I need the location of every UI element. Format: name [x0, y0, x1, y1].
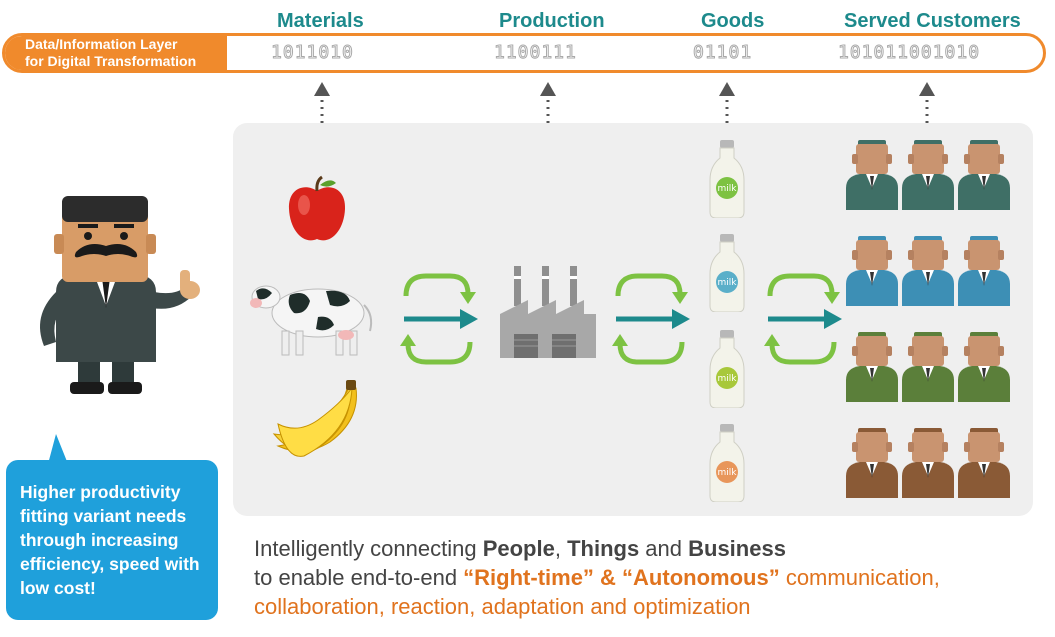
customer-icon	[846, 428, 898, 498]
stage-label-production: Production	[499, 10, 605, 32]
customer-icon	[958, 140, 1010, 210]
customer-icon	[902, 236, 954, 306]
summary-text: Intelligently connecting People, Things …	[254, 534, 1044, 621]
milk-bottle-icon: milk	[709, 330, 745, 408]
speech-bubble: Higher productivity fitting variant need…	[6, 460, 218, 620]
apple-icon	[288, 175, 346, 241]
cow-icon	[250, 285, 373, 356]
speech-text: Higher productivity fitting variant need…	[20, 482, 200, 598]
summary-text-span: to enable end-to-end	[254, 565, 464, 590]
customer-icon	[846, 236, 898, 306]
customer-icon	[958, 428, 1010, 498]
stage-label-goods: Goods	[701, 10, 765, 32]
up-arrow-materials	[314, 82, 330, 150]
customer-icon	[958, 332, 1010, 402]
speech-bubble-tail	[48, 434, 68, 464]
layer-label-line1: Data/Information Layer	[25, 36, 178, 52]
summary-text-span: ,	[554, 536, 568, 561]
summary-text-span: Intelligently connecting	[254, 536, 483, 561]
cycle-arrow-2	[612, 273, 690, 365]
cycle-arrow-1	[400, 273, 478, 365]
stage-label-served-customers: Served Customers	[844, 10, 1021, 32]
binary-goods: 01101	[692, 42, 753, 64]
customer-icon	[902, 332, 954, 402]
summary-text-span: and	[639, 536, 689, 561]
up-arrow-goods	[719, 82, 735, 126]
customer-icon	[958, 236, 1010, 306]
keyword-things: Things	[567, 536, 640, 561]
data-information-layer-bar: Data/Information Layer for Digital Trans…	[2, 33, 1046, 73]
cycle-arrow-3	[764, 273, 842, 365]
binary-production: 1100111	[494, 42, 577, 64]
layer-label: Data/Information Layer for Digital Trans…	[5, 36, 227, 70]
customer-icon	[902, 140, 954, 210]
stage-label-materials: Materials	[277, 10, 364, 32]
binary-materials: 1011010	[271, 42, 354, 64]
summary-text-span: communication,	[779, 565, 940, 590]
factory-icon	[500, 266, 596, 358]
summary-line-1: Intelligently connecting People, Things …	[254, 534, 1044, 563]
banana-icon	[272, 380, 357, 457]
milk-bottle-icon: milk	[709, 140, 745, 218]
milk-label: milk	[718, 278, 738, 288]
milk-bottle-icon: milk	[709, 234, 745, 312]
keyword-right-time-autonomous: “Right-time” & “Autonomous”	[463, 565, 780, 590]
customer-icon	[902, 428, 954, 498]
binary-customers: 101011001010	[837, 42, 981, 64]
customer-icon	[846, 140, 898, 210]
customer-icon	[846, 332, 898, 402]
customer-grid	[846, 138, 1016, 500]
milk-bottle-icon: milk	[709, 424, 745, 502]
milk-label: milk	[718, 184, 738, 194]
keyword-people: People	[482, 536, 555, 561]
milk-label: milk	[718, 468, 738, 478]
up-arrow-customers	[919, 82, 935, 126]
summary-line-2: to enable end-to-end “Right-time” & “Aut…	[254, 563, 1044, 592]
layer-label-line2: for Digital Transformation	[25, 53, 197, 69]
summary-line-3: collaboration, reaction, adaptation and …	[254, 594, 751, 619]
keyword-business: Business	[688, 536, 786, 561]
milk-label: milk	[718, 374, 738, 384]
businessman-character	[40, 196, 200, 394]
